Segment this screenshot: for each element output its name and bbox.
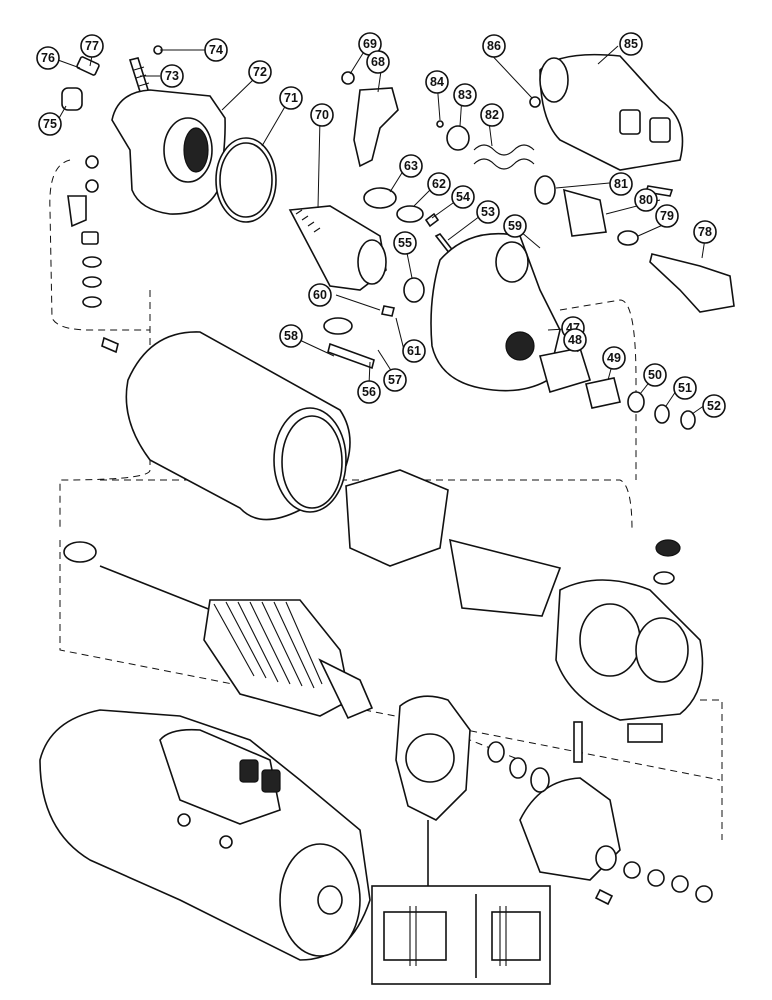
callout-76: 76	[36, 46, 60, 70]
svg-text:57: 57	[388, 373, 402, 387]
callout-53: 53	[476, 200, 500, 224]
inset-detail	[371, 820, 551, 985]
svg-text:63: 63	[404, 159, 418, 173]
svg-text:79: 79	[660, 209, 674, 223]
callout-52: 52	[702, 394, 726, 418]
svg-text:72: 72	[253, 65, 267, 79]
svg-text:68: 68	[371, 55, 385, 69]
callout-73: 73	[160, 64, 184, 88]
svg-text:54: 54	[456, 190, 470, 204]
callout-79: 79	[655, 204, 679, 228]
assembled-starter-motor	[39, 709, 371, 961]
svg-text:76: 76	[41, 51, 55, 65]
svg-text:81: 81	[614, 177, 628, 191]
callout-72: 72	[248, 60, 272, 84]
svg-text:49: 49	[607, 351, 621, 365]
callout-55: 55	[393, 231, 417, 255]
svg-text:62: 62	[432, 177, 446, 191]
callout-68: 68	[366, 50, 390, 74]
svg-text:85: 85	[624, 37, 638, 51]
pinion-drive-clutch	[288, 205, 387, 291]
callout-77: 77	[80, 34, 104, 58]
svg-text:75: 75	[43, 117, 57, 131]
svg-text:50: 50	[648, 368, 662, 382]
svg-text:86: 86	[487, 39, 501, 53]
bushings-and-washers	[538, 347, 696, 430]
svg-text:51: 51	[678, 381, 692, 395]
svg-text:55: 55	[398, 236, 412, 250]
svg-text:78: 78	[698, 225, 712, 239]
svg-text:58: 58	[284, 329, 298, 343]
callout-71: 71	[279, 86, 303, 110]
solenoid	[529, 53, 735, 313]
svg-text:60: 60	[313, 288, 327, 302]
callout-61: 61	[402, 339, 426, 363]
armature	[99, 565, 374, 720]
callout-48: 48	[563, 328, 587, 352]
callout-60: 60	[308, 283, 332, 307]
svg-text:52: 52	[707, 399, 721, 413]
motor-frame	[63, 331, 562, 617]
svg-text:74: 74	[209, 43, 223, 57]
svg-text:82: 82	[485, 108, 499, 122]
callout-59: 59	[503, 214, 527, 238]
svg-text:71: 71	[284, 91, 298, 105]
callout-70: 70	[310, 103, 334, 127]
callout-62: 62	[427, 172, 451, 196]
callout-78: 78	[693, 220, 717, 244]
svg-text:53: 53	[481, 205, 495, 219]
svg-text:61: 61	[407, 344, 421, 358]
svg-text:73: 73	[165, 69, 179, 83]
svg-text:56: 56	[362, 385, 376, 399]
commutator-end-frame	[395, 695, 713, 906]
svg-text:84: 84	[430, 75, 444, 89]
callout-74: 74	[204, 38, 228, 62]
end-housing-hardware	[61, 45, 163, 354]
shift-lever-assembly	[341, 71, 535, 256]
callout-85: 85	[619, 32, 643, 56]
svg-text:70: 70	[315, 108, 329, 122]
callout-83: 83	[453, 83, 477, 107]
callout-50: 50	[643, 363, 667, 387]
lever-housing	[323, 232, 561, 392]
svg-text:59: 59	[508, 219, 522, 233]
callout-69: 69	[358, 32, 382, 56]
svg-text:48: 48	[568, 333, 582, 347]
callout-86: 86	[482, 34, 506, 58]
svg-text:69: 69	[363, 37, 377, 51]
field-coils	[555, 539, 704, 743]
callout-58: 58	[279, 324, 303, 348]
drive-end-housing	[111, 89, 277, 223]
callout-84: 84	[425, 70, 449, 94]
callout-56: 56	[357, 380, 381, 404]
svg-text:83: 83	[458, 88, 472, 102]
callout-81: 81	[609, 172, 633, 196]
callout-57: 57	[383, 368, 407, 392]
callout-54: 54	[451, 185, 475, 209]
callout-75: 75	[38, 112, 62, 136]
callout-63: 63	[399, 154, 423, 178]
svg-text:77: 77	[85, 39, 99, 53]
callout-82: 82	[480, 103, 504, 127]
callout-51: 51	[673, 376, 697, 400]
callout-49: 49	[602, 346, 626, 370]
svg-text:80: 80	[639, 193, 653, 207]
callout-80: 80	[634, 188, 658, 212]
